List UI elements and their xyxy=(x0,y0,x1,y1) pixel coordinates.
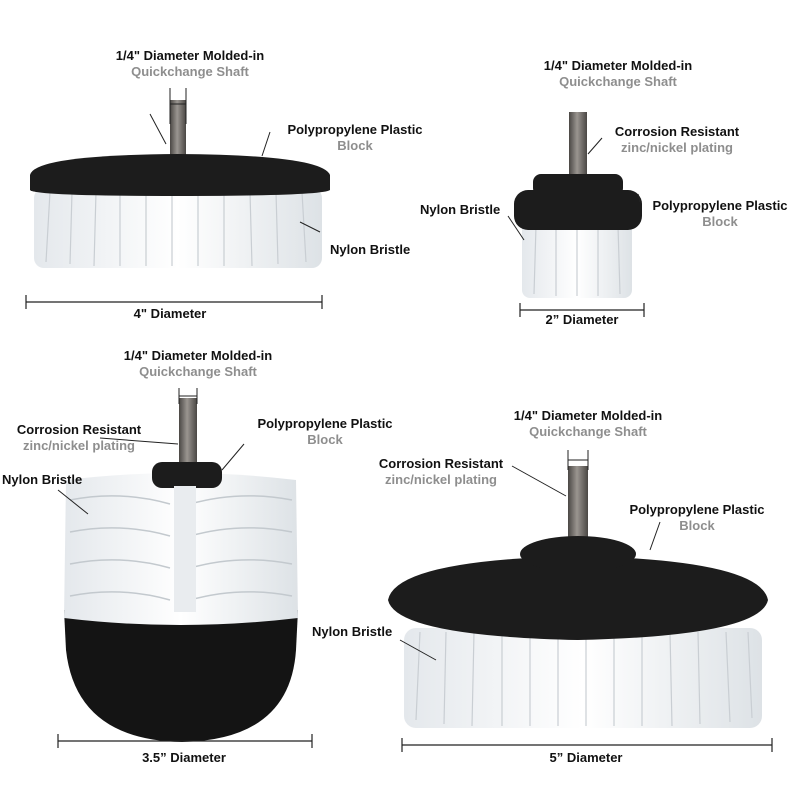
brush-35in-block-label: Polypropylene Plastic Block xyxy=(240,416,410,448)
brush-2in-shaft-line2: Quickchange Shaft xyxy=(559,74,677,89)
brush-35in-corrosion-line1: Corrosion Resistant xyxy=(16,422,142,437)
brush-2in-shaft-line1: 1/4" Diameter Molded-in xyxy=(543,58,693,73)
brush-35in-corrosion-label: Corrosion Resistant zinc/nickel plating xyxy=(4,422,154,454)
brush-35in-bristle-tufts xyxy=(69,495,293,601)
brush-4in-shaft-line1: 1/4" Diameter Molded-in xyxy=(115,48,265,63)
brush-5in-shaft-line1: 1/4" Diameter Molded-in xyxy=(513,408,663,423)
brush-35in-bristle-text: Nylon Bristle xyxy=(2,472,83,487)
brush-35in-corrosion-line2: zinc/nickel plating xyxy=(23,438,135,453)
dimension-lines xyxy=(25,295,773,752)
brush-4in-shaft-line2: Quickchange Shaft xyxy=(131,64,249,79)
brush-5in-shaft xyxy=(568,466,588,544)
brush-4in-block-line1: Polypropylene Plastic xyxy=(287,122,423,137)
brush-5in-shaft-label: 1/4" Diameter Molded-in Quickchange Shaf… xyxy=(498,408,678,440)
brush-4in-block-line2: Block xyxy=(337,138,373,153)
brush-5in-diameter: 5” Diameter xyxy=(549,750,623,765)
brush-35in-bristle-label: Nylon Bristle xyxy=(2,472,82,488)
brush-4in-shaft xyxy=(170,100,186,156)
brush-2in-corrosion-line1: Corrosion Resistant xyxy=(614,124,740,139)
brush-2in-shaft xyxy=(569,112,587,176)
brush-4in-diameter: 4" Diameter xyxy=(133,306,207,321)
brush-2in-corrosion-line2: zinc/nickel plating xyxy=(621,140,733,155)
brush-4in-bristle-label: Nylon Bristle xyxy=(330,242,410,258)
brush-2in-bristle-tufts xyxy=(533,225,621,296)
brush-4in xyxy=(30,100,330,268)
brush-2in xyxy=(514,112,642,298)
brush-4in-bristle-tufts xyxy=(45,191,307,267)
brush-2in-block-line2: Block xyxy=(702,214,738,229)
brush-4in-bristles xyxy=(34,188,322,268)
brush-5in-hub xyxy=(520,536,636,572)
brush-35in xyxy=(64,398,298,742)
brush-4in-shaft-label: 1/4" Diameter Molded-in Quickchange Shaf… xyxy=(100,48,280,80)
brush-4in-block-label: Polypropylene Plastic Block xyxy=(270,122,440,154)
brush-35in-spine xyxy=(174,486,196,612)
brush-35in-diameter: 3.5” Diameter xyxy=(142,750,226,765)
brush-5in xyxy=(388,466,768,728)
brush-2in-shaft-label: 1/4" Diameter Molded-in Quickchange Shaf… xyxy=(528,58,708,90)
brush-35in-block-line2: Block xyxy=(307,432,343,447)
brush-2in-bristle-text: Nylon Bristle xyxy=(420,202,501,217)
brush-5in-bristle-text: Nylon Bristle xyxy=(312,624,393,639)
brush-5in-shaft-line2: Quickchange Shaft xyxy=(529,424,647,439)
brush-2in-corrosion-label: Corrosion Resistant zinc/nickel plating xyxy=(602,124,752,156)
brush-35in-block-line1: Polypropylene Plastic xyxy=(257,416,393,431)
brush-4in-block xyxy=(30,154,330,196)
brush-5in-block-line2: Block xyxy=(679,518,715,533)
brush-35in-black-bristles xyxy=(64,610,298,742)
leader-lines xyxy=(57,88,661,661)
brush-5in-block xyxy=(388,556,768,640)
brush-5in-bristle-label: Nylon Bristle xyxy=(312,624,392,640)
brush-2in-diameter: 2” Diameter xyxy=(545,312,619,327)
brush-2in-block-line1: Polypropylene Plastic xyxy=(652,198,788,213)
brush-5in-block-line1: Polypropylene Plastic xyxy=(629,502,765,517)
brush-2in-block xyxy=(514,190,642,230)
brush-35in-shaft xyxy=(179,398,197,468)
brush-5in-bristle-tufts xyxy=(415,631,753,727)
brush-4in-bristle-text: Nylon Bristle xyxy=(330,242,411,257)
brush-5in-bristles xyxy=(404,628,762,728)
brush-35in-shaft-line2: Quickchange Shaft xyxy=(139,364,257,379)
brush-35in-shaft-label: 1/4" Diameter Molded-in Quickchange Shaf… xyxy=(108,348,288,380)
brush-5in-corrosion-label: Corrosion Resistant zinc/nickel plating xyxy=(366,456,516,488)
brush-35in-shaft-line1: 1/4" Diameter Molded-in xyxy=(123,348,273,363)
brush-5in-block-label: Polypropylene Plastic Block xyxy=(612,502,782,534)
brush-2in-bristle-label: Nylon Bristle xyxy=(420,202,500,218)
brush-2in-block-label: Polypropylene Plastic Block xyxy=(640,198,800,230)
brush-35in-core xyxy=(152,462,222,488)
brush-5in-corrosion-line1: Corrosion Resistant xyxy=(378,456,504,471)
brush-5in-corrosion-line2: zinc/nickel plating xyxy=(385,472,497,487)
